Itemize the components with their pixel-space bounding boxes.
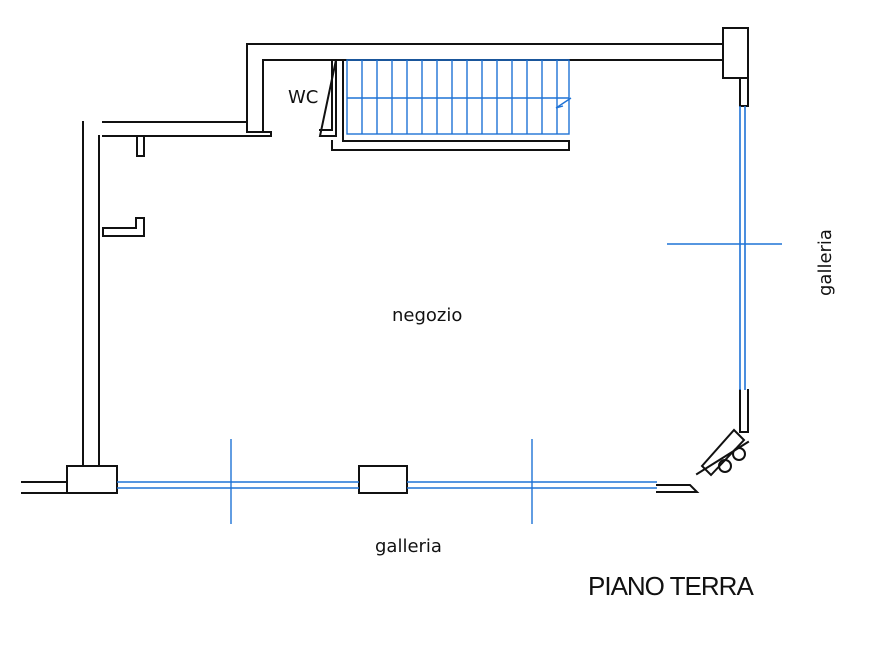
wc-wall	[318, 59, 337, 137]
room-label: negozio	[392, 305, 462, 326]
windows	[117, 106, 782, 524]
stair-arrow	[555, 97, 572, 109]
bottom-left-column	[66, 465, 118, 494]
wall-stub-upper	[136, 135, 145, 157]
top-wall	[246, 43, 724, 133]
right-wall-top	[739, 77, 749, 107]
left-wall	[82, 121, 100, 467]
upper-left-wall	[102, 121, 272, 137]
gallery-right-label: galleria	[815, 229, 836, 296]
plan-title: PIANO TERRA	[588, 571, 754, 601]
walls	[21, 27, 750, 494]
bottom-middle-column	[358, 465, 408, 494]
wc-label: WC	[288, 87, 318, 108]
right-window	[739, 106, 746, 390]
gallery-bottom-label: galleria	[375, 536, 442, 557]
stair-wall	[331, 59, 570, 151]
bottom-right-wall	[656, 484, 700, 493]
bottom-window-left	[117, 481, 359, 489]
wall-stub-lower	[102, 217, 145, 237]
corner-door	[695, 428, 750, 477]
corner-column	[722, 27, 749, 79]
right-wall-bottom	[739, 389, 749, 433]
staircase	[346, 59, 572, 135]
exterior-stub	[21, 481, 68, 494]
